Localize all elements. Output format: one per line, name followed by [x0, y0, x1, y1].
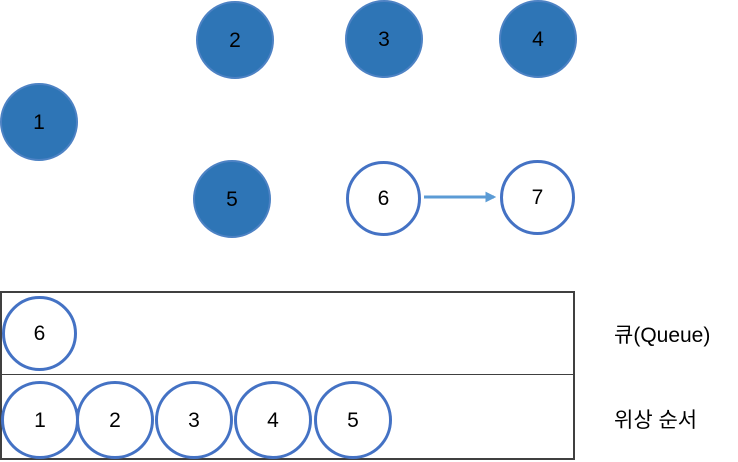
topo-order-row-label: 위상 순서 [614, 409, 698, 432]
topo-order-item-4: 4 [234, 381, 312, 459]
queue-row-label: 큐(Queue) [614, 324, 711, 347]
topo-order-item-3: 3 [155, 381, 233, 459]
graph-node-5: 5 [193, 160, 271, 238]
queue-item-6: 6 [2, 296, 77, 371]
graph-node-1: 1 [0, 83, 78, 161]
graph-node-2: 2 [196, 1, 274, 79]
topo-order-item-1: 1 [1, 381, 79, 459]
graph-node-6: 6 [346, 161, 421, 236]
graph-node-7: 7 [500, 160, 575, 235]
topo-order-item-5: 5 [314, 381, 392, 459]
graph-node-3: 3 [345, 0, 423, 78]
table-row-divider [2, 374, 573, 375]
graph-node-4: 4 [499, 0, 577, 78]
topo-order-item-2: 2 [76, 381, 154, 459]
state-table [0, 291, 575, 460]
